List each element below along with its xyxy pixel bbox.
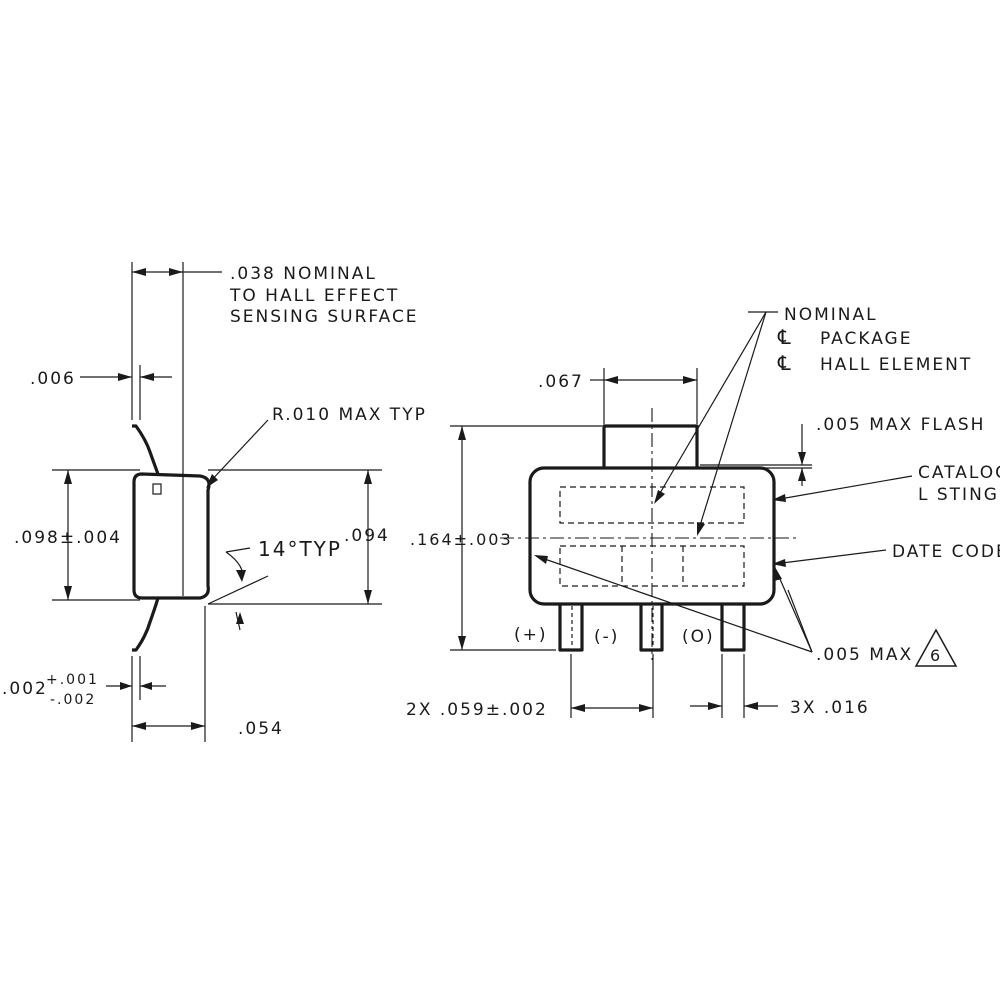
label-016: 3X .016 [790,698,870,718]
pin-label-plus: (+) [514,625,548,645]
side-body [132,472,211,600]
label-catalog-line2: L STING [918,485,999,505]
side-view: .038 NOMINAL TO HALL EFFECT SENSING SURF… [2,262,427,742]
side-top-lead [132,424,160,475]
label-radius: R.010 MAX TYP [272,405,427,425]
pin-label-out: (O) [682,627,715,647]
label-002-plus: +.001 [46,672,99,688]
side-body-notch [152,483,162,495]
label-006: .006 [30,369,76,389]
centerline-symbol-hall: ℄ [777,351,793,375]
lead-minus [639,604,664,652]
label-hall-element: HALL ELEMENT [820,355,972,375]
label-054: .054 [238,719,284,739]
label-038-line3: SENSING SURFACE [230,307,419,327]
label-flash: .005 MAX FLASH [816,415,985,435]
pin-label-minus: (-) [594,627,619,647]
label-164: .164±.003 [410,530,513,549]
front-tab [602,424,699,468]
label-nominal: NOMINAL [784,305,878,325]
label-094: .094 [344,526,390,546]
lead-plus [558,604,584,652]
note-number: 6 [930,646,940,665]
label-059: 2X .059±.002 [406,700,548,720]
lead-out [720,604,746,652]
label-date-code: DATE CODE [892,542,1000,562]
label-098: .098±.004 [14,528,122,548]
label-067: .067 [538,372,584,392]
label-package: PACKAGE [820,329,912,349]
note-triangle [914,628,958,667]
centerline-symbol-package: ℄ [777,325,793,349]
side-bottom-lead [132,597,160,652]
label-038-line2: TO HALL EFFECT [229,286,399,306]
label-005-max: .005 MAX [816,645,913,665]
label-002-minus: -.002 [50,692,96,708]
label-14deg: 14°TYP [258,537,342,561]
front-view: .067 NOMINAL ℄ PACKAGE ℄ HALL ELEMENT .0… [406,305,1000,720]
label-002-base: .002 [2,679,48,699]
label-catalog-line1: CATALOG [918,463,1000,483]
label-038-line1: .038 NOMINAL [230,264,377,284]
